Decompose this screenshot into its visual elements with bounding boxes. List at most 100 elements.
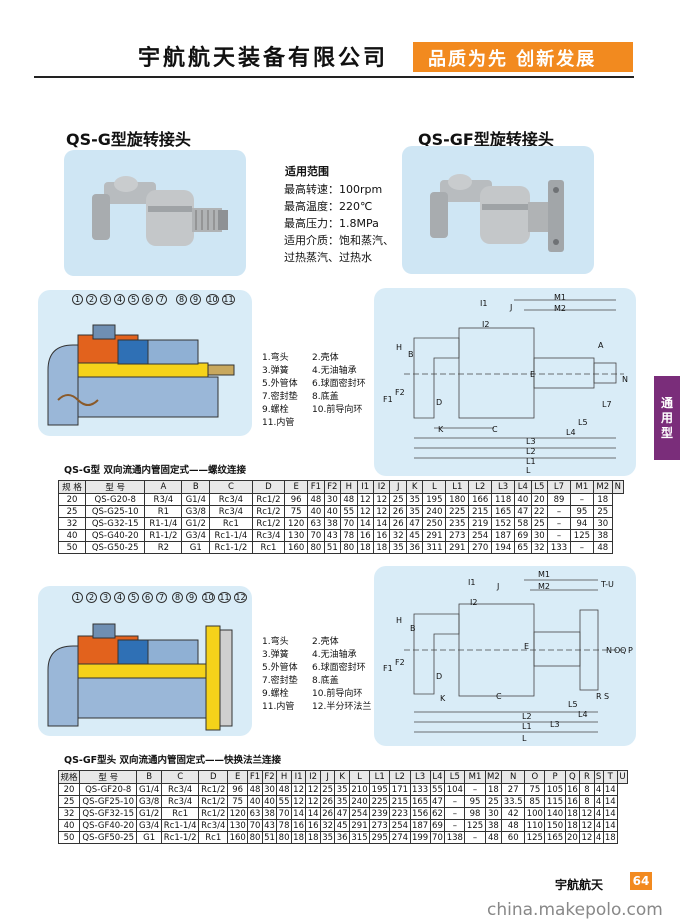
table-cell: Rc3/4 (209, 505, 253, 518)
table-cell: 32 (57, 517, 87, 530)
table-header-cell: N (501, 770, 526, 784)
table-cell: 4 (593, 795, 604, 808)
table-cell: – (569, 493, 594, 506)
table-cell: 40 (57, 819, 81, 832)
table-cell: Rc1 (209, 517, 253, 530)
table-cell: 26 (389, 517, 407, 530)
table-cell: 110 (524, 819, 546, 832)
table-cell: 16 (290, 819, 307, 832)
table-cell: G3/4 (181, 529, 211, 542)
page-number: 64 (630, 872, 652, 890)
table-header-cell: I2 (305, 770, 321, 784)
table-cell: 75 (524, 783, 546, 796)
dim-l4: L4 (566, 428, 576, 437)
table-cell: Rc3/4 (251, 529, 286, 542)
table-cell: 235 (445, 517, 470, 530)
table-cell: 96 (284, 493, 309, 506)
table-cell: QS-G20-8 (85, 493, 146, 506)
table-cell: 187 (409, 819, 431, 832)
table-cell: 14 (290, 807, 307, 820)
table-cell: 30 (592, 517, 613, 530)
table-cell: 80 (340, 541, 358, 554)
table-cell: 130 (284, 529, 309, 542)
watermark: china.makepolo.com (487, 900, 663, 920)
table-header-cell: N (611, 480, 625, 494)
qs-g-dimension-drawing (404, 299, 624, 459)
table-header-cell: L7 (547, 480, 571, 494)
table-cell: Rc1 (198, 831, 229, 844)
table-header-cell: C (160, 770, 200, 784)
table-cell: 8 (579, 795, 595, 808)
table-cell: 14 (305, 807, 321, 820)
table-header-cell: A (144, 480, 183, 494)
table-cell: 70 (340, 517, 358, 530)
category-side-tab[interactable]: 通 用 型 (654, 376, 680, 460)
slogan-text: 品质为先 创新发展 (428, 49, 597, 70)
callout-10: 10 (206, 294, 219, 305)
table-cell: 118 (491, 493, 516, 506)
table-cell: 8 (579, 783, 595, 796)
table-cell: QS-GF25-10 (79, 795, 138, 808)
dim-f2: F2 (395, 658, 405, 667)
table-cell: – (444, 807, 466, 820)
dim-l5: L5 (578, 418, 588, 427)
callout-4: 4 (114, 294, 125, 305)
table-cell: 25 (319, 783, 336, 796)
table-cell: Rc1-1/4 (160, 819, 200, 832)
table-cell: 240 (348, 795, 371, 808)
table-cell: 133 (409, 783, 431, 796)
table-header-cell: B (136, 770, 162, 784)
table-cell: 50 (57, 541, 87, 554)
table-cell: 18 (602, 831, 618, 844)
qs-g-legend-row: 11.内管 (262, 418, 295, 428)
table-cell: G1 (181, 541, 211, 554)
table-cell: 95 (569, 505, 594, 518)
callout-2: 2 (86, 592, 97, 603)
table-cell: 35 (334, 795, 350, 808)
callout-5: 5 (128, 294, 139, 305)
table-cell: 125 (569, 529, 594, 542)
callout-2: 2 (86, 294, 97, 305)
table-cell: 215 (389, 795, 411, 808)
table-cell: Rc1/2 (251, 493, 286, 506)
qs-gf-title: QS-GF型旋转接头 (418, 130, 554, 149)
table-cell: 165 (544, 831, 566, 844)
callout-11: 11 (222, 294, 235, 305)
table-cell: Rc3/4 (160, 783, 200, 796)
callout-5: 5 (128, 592, 139, 603)
table-cell: 225 (445, 505, 470, 518)
table-header-cell: 型 号 (79, 770, 138, 784)
table-header-cell: K (334, 770, 350, 784)
spec-temperature: 最高温度：220℃ (284, 200, 373, 213)
table-cell: 254 (468, 529, 493, 542)
table-cell: 4 (593, 807, 604, 820)
callout-9: 9 (186, 592, 197, 603)
table-cell: 160 (284, 541, 309, 554)
company-name: 宇航航天装备有限公司 (138, 45, 389, 71)
spec-pressure: 最高压力：1.8MPa (284, 217, 379, 230)
table-cell: QS-GF50-25 (79, 831, 138, 844)
table-cell: R1-1/2 (144, 529, 183, 542)
table-cell: 55 (429, 783, 446, 796)
table-cell: 215 (468, 505, 493, 518)
table-header-cell: I2 (372, 480, 391, 494)
table-cell: 18 (356, 541, 375, 554)
callout-9: 9 (190, 294, 201, 305)
table-cell: 48 (501, 819, 526, 832)
table-cell: 156 (409, 807, 431, 820)
dim-l3: L3 (526, 437, 536, 446)
dim-n: N (622, 375, 628, 384)
table-cell: 78 (340, 529, 358, 542)
dim-f1: F1 (383, 395, 393, 404)
dim-m1: M1 (538, 570, 550, 579)
table-header-cell: 型 号 (85, 480, 146, 494)
table-header-cell: F2 (323, 480, 342, 494)
table-cell: Rc1/2 (198, 783, 229, 796)
table-cell: – (547, 505, 571, 518)
table-cell: 63 (307, 517, 325, 530)
table-cell: 38 (592, 529, 613, 542)
dim-p: P (628, 646, 633, 655)
